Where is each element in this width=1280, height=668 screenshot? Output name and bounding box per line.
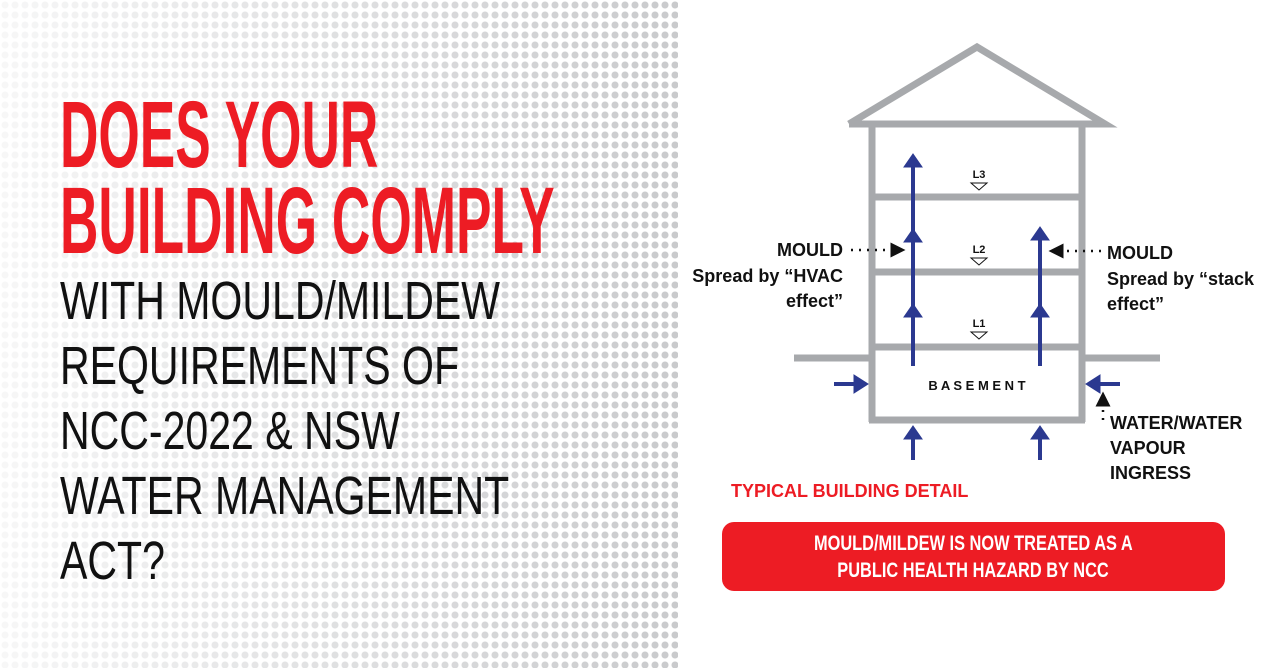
banner-line-1: MOULD/MILDEW IS NOW TREATED AS A [814,531,1133,555]
arrow-up-icon [903,153,923,168]
headline-red-line-1: DOES YOUR [60,82,379,188]
headline-line-1: WITH MOULD/MILDEW [60,271,501,331]
arrow-up-icon [1030,226,1050,241]
arrow-left-icon [1085,374,1101,394]
hazard-banner: MOULD/MILDEW IS NOW TREATED AS A PUBLIC … [722,522,1225,591]
water-callout: WATER/WATER VAPOUR INGRESS [1110,413,1242,483]
dot-pattern-background [0,0,678,668]
headline-line-4: WATER MANAGEMENT [60,466,510,526]
arrow-up-icon [1030,425,1050,440]
level-label-l3: L3 [973,169,986,181]
water-callout-line-3: INGRESS [1110,463,1191,483]
diagram-caption: TYPICAL BUILDING DETAIL [731,481,968,501]
banner-line-2: PUBLIC HEALTH HAZARD BY NCC [837,558,1110,582]
arrow-right-icon [853,374,869,394]
left-callout: MOULD Spread by “HVAC effect” [692,240,843,311]
arrow-up-icon [903,303,923,318]
headline-line-3: NCC-2022 & NSW [60,401,400,461]
right-callout-line-2: effect” [1107,294,1164,314]
level-label-l1: L1 [973,318,986,330]
headline-line-2: REQUIREMENTS OF [60,336,460,396]
arrow-up-icon [903,228,923,243]
airflow-arrows [834,153,1120,460]
headline-red-line-2: BUILDING COMPLY [60,168,555,274]
water-callout-line-2: VAPOUR [1110,438,1186,458]
level-marker-icons [969,182,989,340]
basement-label: B A S E M E N T [928,378,1025,393]
right-callout-title: MOULD [1107,243,1173,263]
right-callout-line-1: Spread by “stack [1107,269,1255,289]
arrow-up-icon [1030,303,1050,318]
water-callout-line-1: WATER/WATER [1110,413,1242,433]
arrow-up-icon [903,425,923,440]
left-callout-title: MOULD [777,240,843,260]
level-label-l2: L2 [973,244,986,256]
building-outline [794,42,1160,424]
right-callout: MOULD Spread by “stack effect” [1107,243,1255,314]
left-callout-line-2: effect” [786,291,843,311]
left-callout-line-1: Spread by “HVAC [692,266,843,286]
callout-dotted-arrows [851,242,1111,420]
headline-line-5: ACT? [60,531,165,591]
